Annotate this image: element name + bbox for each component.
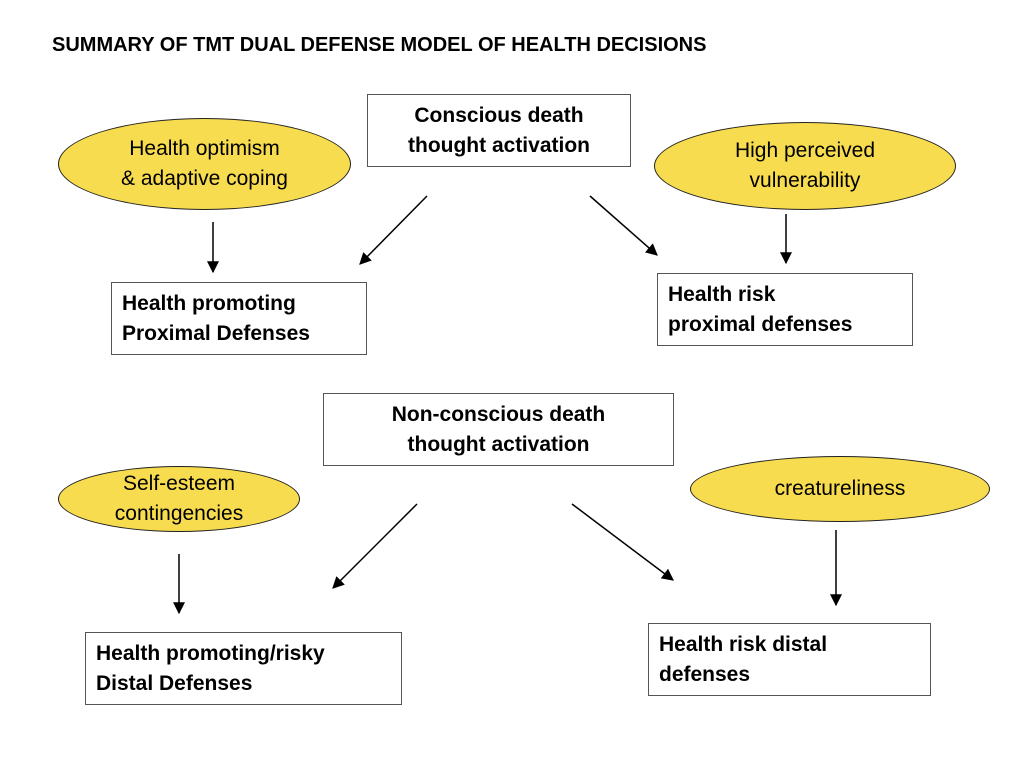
arrow-nonconscious-to-promoting-distal: [332, 503, 418, 589]
health-risk-distal-line-2: defenses: [659, 663, 751, 686]
page-title: SUMMARY OF TMT DUAL DEFENSE MODEL OF HEA…: [52, 34, 707, 56]
health-promoting-proximal-box: Health promoting Proximal Defenses: [111, 282, 367, 355]
health-risk-proximal-line-2: proximal defenses: [668, 313, 853, 336]
perceived-vulnerability-ellipse: High perceived vulnerability: [654, 122, 956, 210]
health-promoting-distal-line-1: Health promoting/risky: [96, 642, 325, 665]
perceived-vulnerability-line-1: High perceived: [734, 139, 876, 162]
health-risk-distal-line-1: Health risk distal: [659, 633, 828, 656]
health-promoting-proximal-line-2: Proximal Defenses: [122, 322, 310, 345]
self-esteem-line-2: contingencies: [114, 502, 244, 525]
health-promoting-proximal-line-1: Health promoting: [122, 292, 296, 315]
arrow-nonconscious-to-risk-distal: [571, 503, 674, 581]
self-esteem-ellipse: Self-esteem contingencies: [58, 466, 300, 532]
nonconscious-trigger-line-2: thought activation: [407, 433, 590, 456]
health-optimism-ellipse: Health optimism & adaptive coping: [58, 118, 351, 210]
self-esteem-line-1: Self-esteem: [122, 472, 236, 495]
health-risk-distal-box: Health risk distal defenses: [648, 623, 931, 696]
health-promoting-distal-line-2: Distal Defenses: [96, 672, 253, 695]
conscious-trigger-line-1: Conscious death: [414, 104, 584, 127]
health-promoting-distal-box: Health promoting/risky Distal Defenses: [85, 632, 402, 705]
health-risk-proximal-line-1: Health risk: [668, 283, 776, 306]
health-optimism-line-1: Health optimism: [129, 137, 280, 160]
arrow-conscious-to-risk-proximal: [589, 195, 658, 256]
creatureliness-ellipse: creatureliness: [690, 456, 990, 522]
nonconscious-trigger-box: Non-conscious death thought activation: [323, 393, 674, 466]
conscious-trigger-line-2: thought activation: [408, 134, 590, 157]
health-optimism-line-2: & adaptive coping: [121, 167, 288, 190]
creatureliness-line-1: creatureliness: [774, 477, 906, 500]
conscious-trigger-box: Conscious death thought activation: [367, 94, 631, 167]
health-risk-proximal-box: Health risk proximal defenses: [657, 273, 913, 346]
arrow-conscious-to-promoting-proximal: [359, 195, 428, 265]
perceived-vulnerability-line-2: vulnerability: [749, 169, 861, 192]
nonconscious-trigger-line-1: Non-conscious death: [391, 403, 606, 426]
